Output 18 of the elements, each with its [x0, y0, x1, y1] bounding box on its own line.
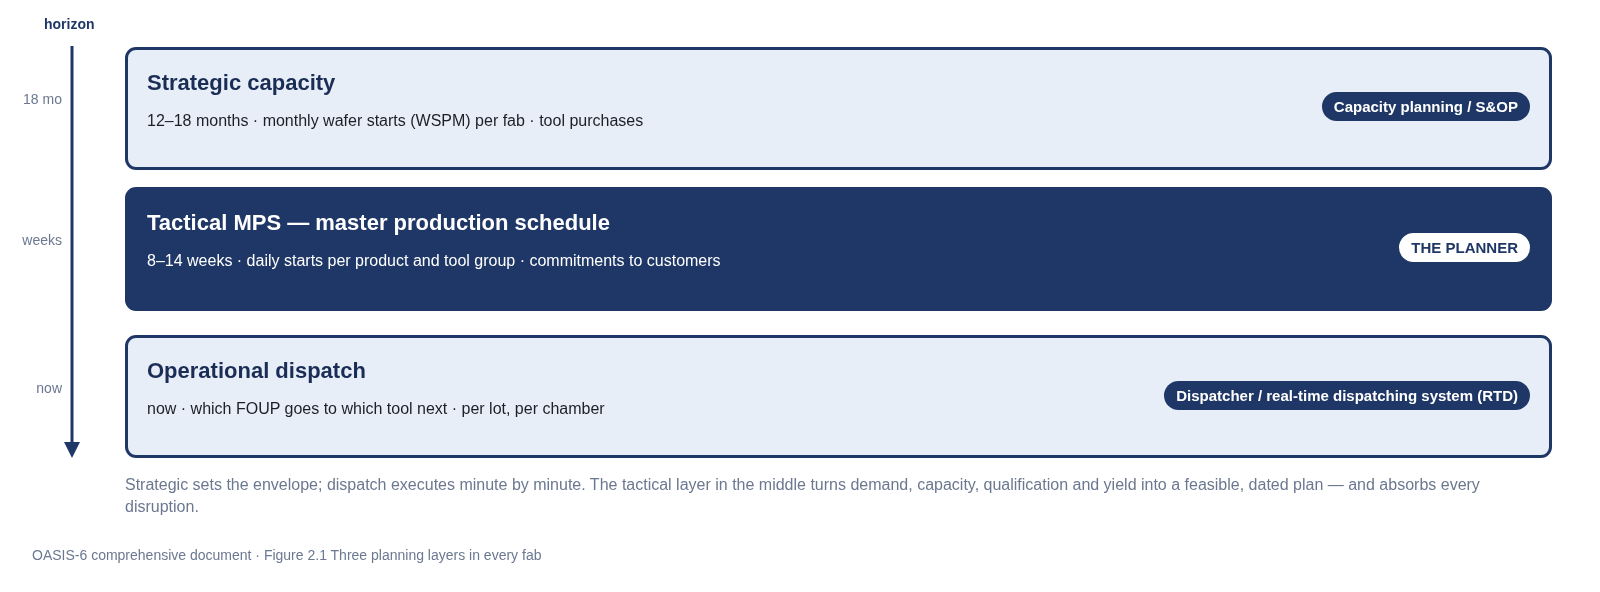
axis-title: horizon [44, 16, 95, 32]
role-tag: Dispatcher / real-time dispatching system (RTD) [1164, 381, 1530, 410]
role-tag: Capacity planning / S&OP [1321, 92, 1530, 121]
axis-tick-label: weeks [22, 232, 62, 248]
note-text: Strategic sets the envelope; dispatch executes minute by minute. The tactical layer in the middle turns demand, capacity, qualification and yield into a feasible, dated plan — and absorbs every disruption. [125, 475, 1481, 517]
layer-title: Strategic capacity [147, 70, 336, 96]
axis-tick-label: now [36, 380, 62, 396]
layer-details: 12–18 months · monthly wafer starts (WSPM) per fab · tool purchases [147, 111, 644, 131]
layer-panel [125, 187, 1552, 311]
layer-title: Tactical MPS — master production schedule [147, 210, 610, 236]
layer-panel [125, 335, 1552, 458]
layer-title: Operational dispatch [147, 358, 366, 384]
figure-caption: OASIS-6 comprehensive document · Figure 2.1 Three planning layers in every fab [32, 547, 542, 563]
layer-panel [125, 47, 1552, 170]
layer-details: now · which FOUP goes to which tool next · per lot, per chamber [147, 399, 605, 419]
role-tag: THE PLANNER [1399, 233, 1530, 262]
layer-details: 8–14 weeks · daily starts per product and tool group · commitments to customers [147, 251, 721, 271]
axis-tick-label: 18 mo [23, 91, 62, 107]
